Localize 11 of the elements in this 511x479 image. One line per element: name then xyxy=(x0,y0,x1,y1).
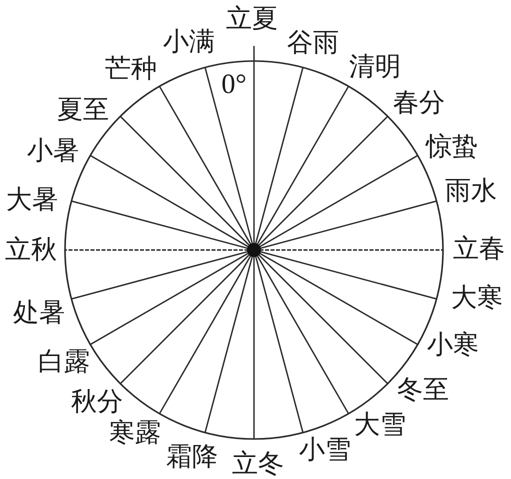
term-label: 小雪 xyxy=(299,437,351,463)
term-label: 立春 xyxy=(453,236,505,262)
term-label: 小暑 xyxy=(27,138,79,164)
term-label: 大暑 xyxy=(6,187,58,213)
term-label: 立秋 xyxy=(5,237,57,263)
term-label: 处暑 xyxy=(13,300,65,326)
term-label: 雨水 xyxy=(445,178,497,204)
term-label: 大寒 xyxy=(451,285,503,311)
term-label: 霜降 xyxy=(166,444,218,470)
term-label: 立冬 xyxy=(232,451,284,477)
term-label: 立夏 xyxy=(226,6,278,32)
